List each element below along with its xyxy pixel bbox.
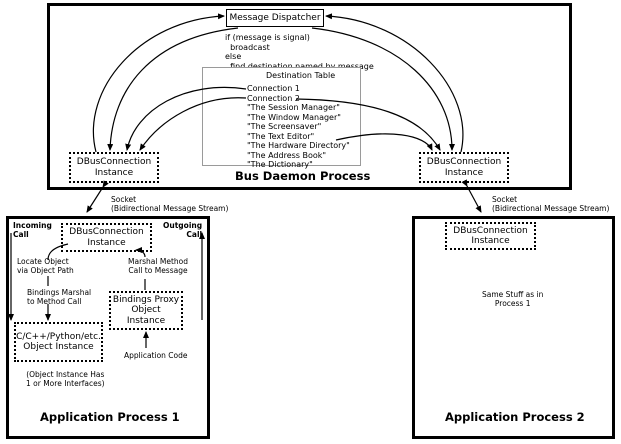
- arc-right-to-dispatcher: [325, 13, 464, 153]
- arc-conn2b-to-right: [335, 133, 433, 151]
- destination-entry: "The Window Manager": [247, 112, 341, 122]
- socket-left-label: Socket (Bidirectional Message Stream): [111, 195, 229, 213]
- locate-object-label: Locate Object via Object Path: [17, 257, 74, 275]
- destination-entry: Connection 2: [247, 93, 300, 103]
- daemon-right-connection: DBusConnection Instance: [419, 152, 509, 183]
- connection-to-locate: [47, 243, 69, 261]
- destination-entry: Connection 1: [247, 84, 300, 93]
- destination-entry: "The Hardware Directory": [247, 141, 350, 150]
- same-stuff-label: Same Stuff as in Process 1: [482, 290, 544, 308]
- app2-connection: DBusConnection Instance: [445, 222, 536, 250]
- application-code-label: Application Code: [124, 351, 188, 360]
- daemon-left-connection: DBusConnection Instance: [69, 152, 159, 183]
- arc-conn1-to-left: [125, 86, 247, 151]
- destination-entry: "The Address Book": [247, 150, 327, 160]
- dispatch-line: broadcast: [225, 42, 270, 52]
- dispatch-line: find destination named by message: [225, 61, 374, 71]
- marshal-method-label: Marshal Method Call to Message: [128, 257, 189, 275]
- arc-left-to-dispatcher: [92, 13, 225, 153]
- destination-entry: "The Text Editor": [247, 131, 315, 141]
- destination-entry: "The Dictionary": [247, 160, 313, 169]
- outgoing-call-label: Outgoing Call: [163, 221, 203, 239]
- bindings-proxy-box: Bindings Proxy Object Instance: [109, 291, 183, 330]
- destination-table: [202, 67, 361, 166]
- bindings-marshal-label: Bindings Marshal to Method Call: [27, 288, 92, 306]
- arc-conn1b-to-left: [139, 97, 247, 151]
- message-dispatcher: Message Dispatcher: [226, 9, 324, 27]
- dispatch-line: else: [225, 52, 242, 61]
- dispatch-logic: if (message is signal) broadcast else fi…: [225, 33, 374, 71]
- marshal-method-to-connection: [135, 247, 146, 258]
- destination-table-entries: Connection 1 Connection 2 "The Session M…: [247, 84, 350, 170]
- socket-left-arrow: [86, 180, 109, 213]
- dispatch-line: if (message is signal): [225, 33, 310, 42]
- socket-right-label: Socket (Bidirectional Message Stream): [492, 195, 610, 213]
- app1-title: Application Process 1: [40, 410, 180, 424]
- object-instance-box: C/C++/Python/etc. Object Instance: [14, 322, 103, 362]
- destination-table-title: Destination Table: [266, 71, 336, 80]
- destination-entry: "The Screensaver": [247, 122, 322, 131]
- arc-dispatcher-to-left: [107, 27, 239, 151]
- destination-entry: "The Session Manager": [247, 103, 340, 112]
- bus-daemon-title: Bus Daemon Process: [235, 169, 371, 183]
- arc-dispatcher-to-right: [311, 27, 455, 151]
- socket-right-arrow: [461, 179, 482, 213]
- interfaces-note: (Object Instance Has 1 or More Interface…: [26, 370, 105, 388]
- app1-connection: DBusConnection Instance: [61, 223, 152, 252]
- app2-title: Application Process 2: [445, 410, 585, 424]
- application-process-2: [412, 216, 615, 439]
- arc-conn2-to-right: [295, 98, 441, 151]
- incoming-call-label: Incoming Call: [13, 221, 52, 239]
